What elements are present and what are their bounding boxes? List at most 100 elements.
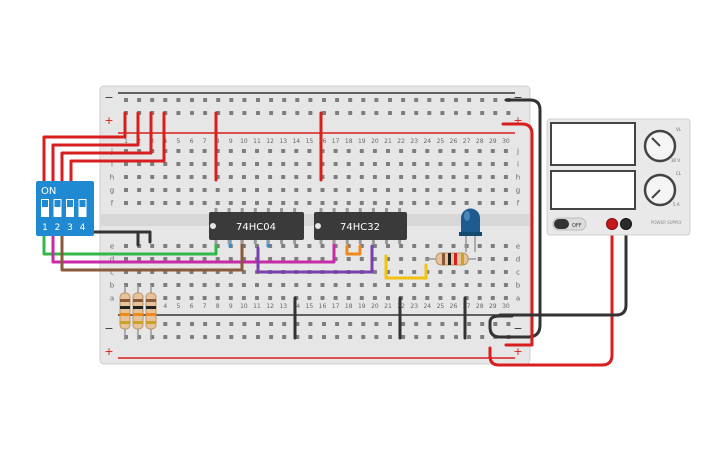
wire-red-switch-4[interactable] (69, 111, 166, 184)
rail-hole (295, 98, 300, 102)
chip-pin (253, 239, 257, 244)
breadboard-hole (255, 283, 259, 287)
positive-terminal[interactable] (606, 218, 618, 230)
rail-hole (269, 98, 274, 102)
breadboard-hole (281, 175, 286, 179)
wire-magenta-switch-out[interactable] (51, 232, 336, 264)
chip-pin (332, 208, 336, 213)
column-number: 15 (306, 303, 314, 310)
breadboard-hole (228, 175, 233, 179)
breadboard-hole (372, 162, 377, 166)
led-resistor[interactable] (426, 252, 476, 266)
breadboard-hole (281, 201, 286, 205)
dip-switch-lever[interactable] (54, 200, 61, 207)
rail-sign-top-minus-left: − (104, 91, 113, 104)
breadboard-hole (281, 149, 286, 153)
dip-switch-slot[interactable] (66, 199, 74, 217)
breadboard-hole (359, 175, 364, 179)
column-number: 9 (229, 303, 233, 310)
wire-red-switch-1[interactable] (42, 111, 127, 184)
chip-74hc32-pins (319, 208, 402, 244)
column-number: 18 (345, 138, 353, 145)
row-letter: f (111, 200, 114, 208)
rail-hole (493, 322, 498, 326)
breadboard-hole (386, 162, 390, 166)
dip-switch-number: 2 (55, 223, 61, 233)
rail-hole (242, 111, 247, 115)
dip-switch-slot[interactable] (53, 199, 62, 217)
breadboard-hole (202, 296, 207, 300)
wire-red-switch-2[interactable] (51, 111, 140, 184)
breadboard-hole (503, 296, 508, 300)
breadboard-hole (412, 296, 417, 300)
breadboard-hole (425, 149, 430, 153)
rail-hole (506, 111, 511, 115)
breadboard-hole (228, 283, 233, 287)
dip-switch-slot[interactable] (78, 199, 87, 217)
breadboard-hole (255, 201, 259, 205)
chip-74hc04[interactable]: 74HC04 (209, 208, 304, 244)
resistor-band (120, 299, 130, 302)
breadboard-hole (399, 175, 404, 179)
wire-brown-switch-out[interactable] (60, 232, 244, 272)
breadboard-hole (281, 162, 286, 166)
rail-hole (361, 335, 366, 339)
column-number: 8 (216, 138, 220, 145)
led[interactable] (459, 208, 482, 253)
wire-red-switch-3[interactable] (60, 111, 153, 184)
dip-switch-lever[interactable] (79, 200, 86, 207)
breadboard-hole (163, 283, 168, 287)
breadboard-hole (359, 283, 364, 287)
rail-hole (401, 322, 406, 326)
rail-hole (480, 322, 485, 326)
breadboard-hole (228, 188, 233, 192)
rail-hole (269, 322, 274, 326)
breadboard-hole (281, 188, 286, 192)
wire-black-supply[interactable] (498, 222, 628, 317)
row-letter: i (517, 161, 519, 169)
breadboard-hole (412, 162, 417, 166)
dip-switch-levers[interactable] (41, 199, 87, 217)
rail-hole (427, 98, 432, 102)
wire-red-supply[interactable] (488, 222, 614, 367)
breadboard-hole (228, 257, 233, 261)
rail-hole (203, 335, 208, 339)
breadboard-hole (464, 175, 469, 179)
rail-hole (388, 111, 392, 115)
breadboard-hole (137, 257, 142, 261)
power-supply[interactable]: VL 30 V CL 5 A OFF POWER SUPPLY (546, 118, 691, 236)
breadboard-hole (241, 296, 246, 300)
wire-purple-chip-link[interactable] (256, 244, 374, 274)
breadboard-hole (451, 175, 456, 179)
breadboard-hole (464, 162, 469, 166)
breadboard-hole (124, 257, 128, 261)
column-number: 5 (176, 138, 180, 145)
chip-74hc32[interactable]: 74HC32 (314, 208, 407, 244)
pulldown-resistors[interactable] (119, 285, 157, 340)
chip-74hc04-pins (214, 208, 297, 244)
wire-yellow-output[interactable] (384, 254, 428, 280)
wire-red-rail-link[interactable] (501, 122, 534, 347)
dip-switch-lever[interactable] (67, 200, 73, 207)
breadboard-hole (412, 270, 417, 274)
rail-hole (322, 111, 326, 115)
breadboard-hole (490, 257, 495, 261)
breadboard-hole (189, 162, 194, 166)
wire-black-rail-link[interactable] (488, 98, 542, 339)
breadboard-hole (176, 175, 181, 179)
rail-hole (374, 111, 379, 115)
wire-orange-jumper[interactable] (345, 244, 362, 256)
wire-green-switch-out[interactable] (42, 232, 218, 256)
negative-terminal[interactable] (620, 218, 632, 230)
dip-switch-slot[interactable] (41, 199, 49, 217)
resistor-band (133, 313, 143, 316)
rail-sign-top-plus-right: + (513, 114, 522, 127)
column-number: 15 (306, 138, 314, 145)
breadboard-hole (438, 175, 443, 179)
breadboard-hole (320, 201, 325, 205)
rail-hole (308, 98, 313, 102)
dip-switch-lever[interactable] (42, 200, 48, 207)
column-number: 4 (163, 303, 167, 310)
wire-black-switch-out-2[interactable] (72, 230, 140, 247)
